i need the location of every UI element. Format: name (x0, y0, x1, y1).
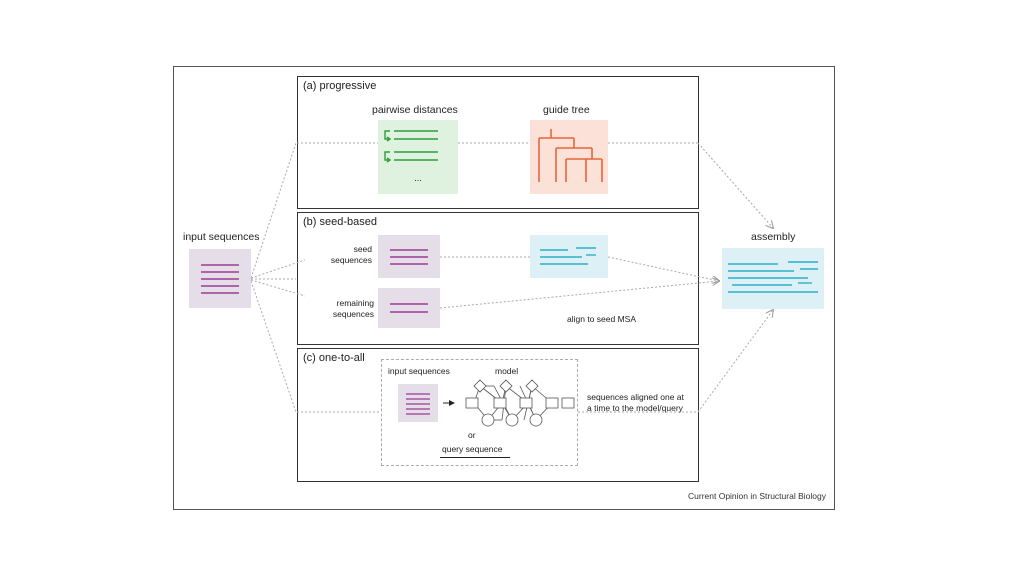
aligned-one-at-a-time-label: sequences aligned one at a time to the m… (587, 392, 684, 414)
seed-sequences-label: seed sequences (320, 244, 372, 266)
panel-seed-based (297, 212, 699, 345)
seed-label-line-2: sequences (330, 255, 372, 265)
assembly-msa-icon (728, 261, 818, 293)
remaining-sequences-box (378, 288, 440, 328)
assembly-box (722, 248, 824, 309)
pairwise-distances-box (378, 120, 458, 194)
remaining-label-line-2: sequences (332, 309, 374, 319)
query-sequence-label: query sequence (442, 444, 503, 454)
connector-input-to-c (250, 280, 297, 413)
c-input-sequences-box (398, 384, 438, 422)
seed-sequences-box (378, 235, 440, 278)
or-label: or (468, 430, 476, 440)
connector-c-to-assembly (697, 310, 773, 413)
pairwise-distances-label: pairwise distances (372, 104, 458, 116)
input-sequences-label: input sequences (183, 231, 260, 243)
model-label: model (495, 366, 519, 376)
profile-hmm-model-icon (443, 379, 575, 427)
connector-seed-to-assembly (607, 256, 719, 281)
seed-msa-box (530, 235, 608, 278)
connector-input-to-seed (250, 259, 306, 279)
remaining-sequences-label: remaining sequences (310, 298, 374, 320)
pairwise-ellipsis: ... (414, 173, 422, 183)
pairwise-icon (384, 130, 438, 163)
figure-frame (173, 66, 835, 510)
connector-a-to-assembly (697, 142, 773, 228)
remaining-lines-icon (390, 303, 428, 313)
guide-tree-icon (538, 129, 603, 182)
c-sequence-lines-icon (406, 393, 430, 415)
panel-title-seed-based: (b) seed-based (303, 216, 377, 228)
aligned-label-line-1: sequences aligned one at (587, 392, 684, 402)
journal-credit: Current Opinion in Structural Biology (688, 491, 826, 501)
guide-tree-box (530, 120, 608, 194)
seed-lines-icon (390, 249, 428, 265)
query-sequence-line (440, 457, 510, 458)
connector-remaining (439, 281, 719, 309)
align-to-seed-msa-label: align to seed MSA (567, 314, 636, 324)
c-input-sequences-label: input sequences (388, 366, 450, 376)
panel-title-progressive: (a) progressive (303, 80, 377, 92)
assembly-label: assembly (751, 231, 796, 243)
connector-input-to-remaining (250, 279, 306, 297)
panel-title-one-to-all: (c) one-to-all (303, 352, 365, 364)
seed-msa-icon (540, 247, 596, 265)
sequence-lines-icon (201, 264, 239, 294)
seed-label-line-1: seed (353, 244, 372, 254)
guide-tree-label: guide tree (543, 104, 590, 116)
connector-input-to-a (250, 142, 297, 279)
remaining-label-line-1: remaining (336, 298, 374, 308)
input-sequences-box (189, 249, 251, 308)
aligned-label-line-2: a time to the model/query (587, 403, 683, 413)
